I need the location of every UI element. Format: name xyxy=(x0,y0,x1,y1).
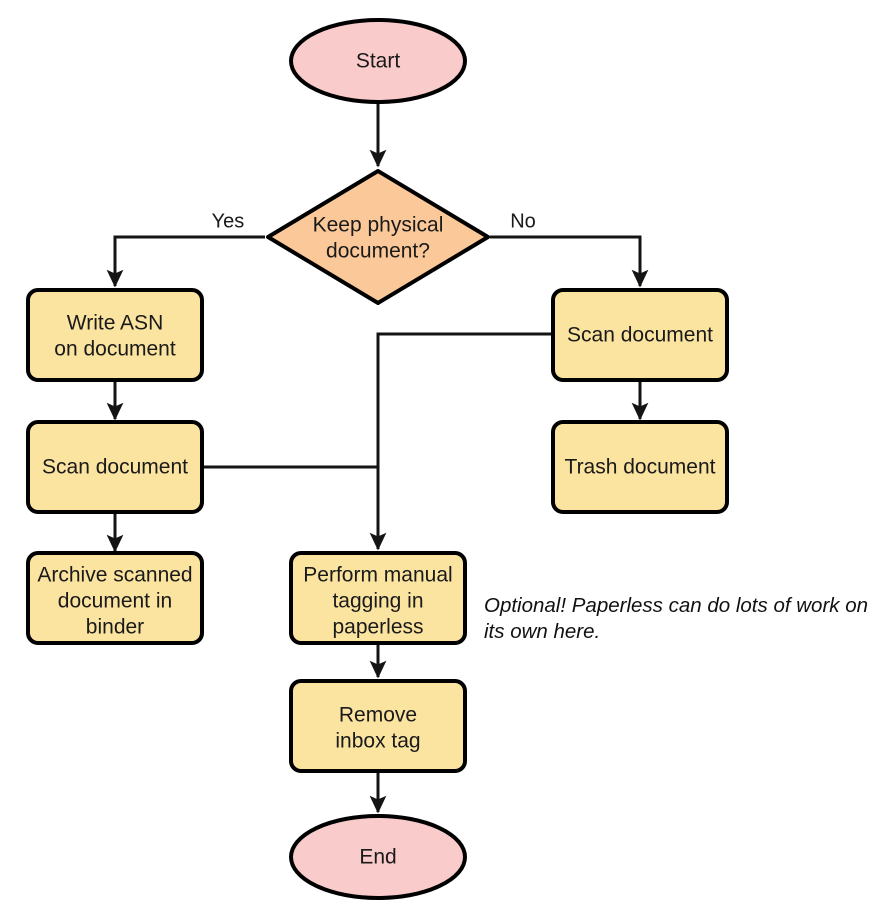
remove-inbox-tag-label-line-1: Remove xyxy=(339,704,417,727)
optional-note: Optional! Paperless can do lots of work … xyxy=(484,594,868,643)
manual-tagging-label-line-1: Perform manual xyxy=(303,564,452,587)
node-trash-document[interactable]: Trash document xyxy=(551,420,729,514)
node-scan-document-right[interactable]: Scan document xyxy=(551,288,729,382)
node-end[interactable]: End xyxy=(289,814,467,900)
node-remove-inbox-tag[interactable]: Remove inbox tag xyxy=(289,679,467,773)
remove-inbox-tag-rect-shape xyxy=(289,679,467,773)
write-asn-rect-shape xyxy=(26,288,204,382)
archive-label-line-1: Archive scanned xyxy=(37,564,192,587)
archive-label-line-3: binder xyxy=(86,616,144,639)
scan-document-left-rect-shape xyxy=(26,420,204,514)
manual-tagging-rect-shape xyxy=(289,551,467,645)
decision-label-line-2: document? xyxy=(326,240,430,263)
archive-label-line-2: document in xyxy=(58,590,172,613)
write-asn-label-line-1: Write ASN xyxy=(67,312,163,335)
start-label: Start xyxy=(356,50,401,73)
end-label: End xyxy=(359,846,396,869)
end-ellipse-shape xyxy=(289,814,467,900)
manual-tagging-label-line-3: paperless xyxy=(332,616,423,639)
remove-inbox-tag-label-line-2: inbox tag xyxy=(335,730,420,753)
decision-diamond-shape xyxy=(266,169,490,305)
optional-note-line-2: its own here. xyxy=(484,620,600,643)
node-perform-manual-tagging-in-paperless[interactable]: Perform manual tagging in paperless xyxy=(289,551,467,645)
edge-decision-no-to-scan-right xyxy=(490,235,649,288)
edge-decision-yes-to-write-asn xyxy=(106,235,265,288)
trash-document-rect-shape xyxy=(551,420,729,514)
write-asn-label-line-2: on document xyxy=(54,338,176,361)
node-archive-scanned-document-in-binder[interactable]: Archive scanned document in binder xyxy=(26,551,204,645)
trash-document-label: Trash document xyxy=(565,456,716,479)
archive-rect-shape xyxy=(26,551,204,645)
node-write-asn-on-document[interactable]: Write ASN on document xyxy=(26,288,204,382)
scan-document-right-rect-shape xyxy=(551,288,729,382)
optional-note-line-1: Optional! Paperless can do lots of work … xyxy=(484,594,868,617)
decision-label-line-1: Keep physical xyxy=(313,214,444,237)
manual-tagging-label-line-2: tagging in xyxy=(332,590,423,613)
edge-label-no: No xyxy=(510,210,536,232)
node-start[interactable]: Start xyxy=(289,18,467,104)
node-scan-document-left[interactable]: Scan document xyxy=(26,420,204,514)
scan-document-left-label: Scan document xyxy=(42,456,188,479)
start-ellipse-shape xyxy=(289,18,467,104)
edge-label-yes: Yes xyxy=(212,210,245,232)
scan-document-right-label: Scan document xyxy=(567,324,713,347)
node-keep-physical-document[interactable]: Keep physical document? xyxy=(266,169,490,305)
edge-scan-right-to-manual-tagging xyxy=(369,332,552,551)
